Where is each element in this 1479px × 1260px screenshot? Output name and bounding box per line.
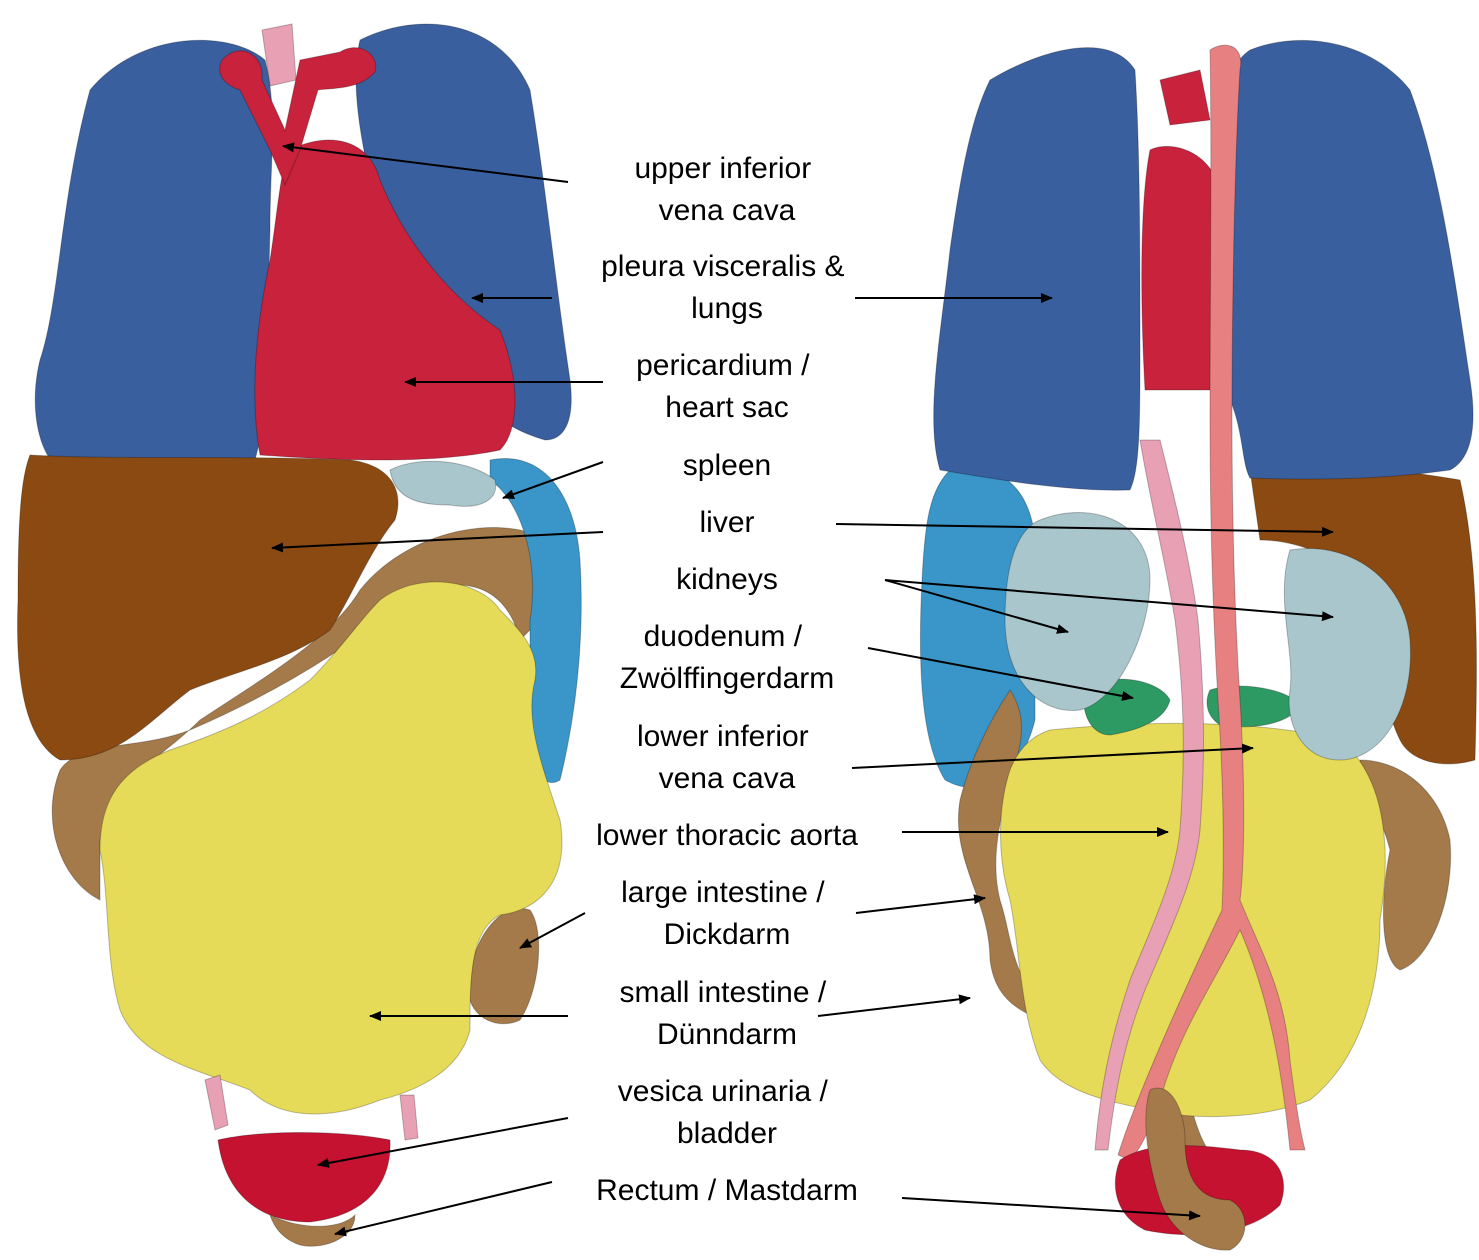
label-liver: liver <box>699 506 754 539</box>
label-pericardium: pericardium / heart sac <box>636 349 818 424</box>
label-rectum: Rectum / Mastdarm <box>596 1174 858 1207</box>
label-bladder: vesica urinaria / bladder <box>618 1075 836 1150</box>
label-spleen: spleen <box>683 449 771 482</box>
anterior-view <box>17 24 581 1246</box>
labels: upper inferior vena cava pleura visceral… <box>596 152 858 1207</box>
right-lung-anterior <box>35 40 272 470</box>
label-lower-thoracic-aorta: lower thoracic aorta <box>596 819 858 852</box>
label-duodenum: duodenum / Zwölffingerdarm <box>620 620 835 695</box>
bronchi-posterior <box>1160 70 1210 125</box>
label-pleura-lungs: pleura visceralis & lungs <box>601 250 853 325</box>
right-lung-posterior <box>1211 40 1474 479</box>
arrow-large-intestine-right <box>856 898 985 913</box>
label-lower-vena-cava: lower inferior vena cava <box>637 720 817 795</box>
bladder-anterior <box>218 1133 390 1223</box>
posterior-view <box>920 40 1476 1250</box>
label-large-intestine: large intestine / Dickdarm <box>621 876 833 951</box>
arrow-small-intestine-right <box>818 998 970 1016</box>
spleen-tip <box>390 461 496 506</box>
left-lung-posterior <box>934 48 1140 491</box>
label-small-intestine: small intestine / Dünndarm <box>619 976 834 1051</box>
label-kidneys: kidneys <box>676 563 778 596</box>
label-upper-vena-cava: upper inferior vena cava <box>634 152 819 227</box>
